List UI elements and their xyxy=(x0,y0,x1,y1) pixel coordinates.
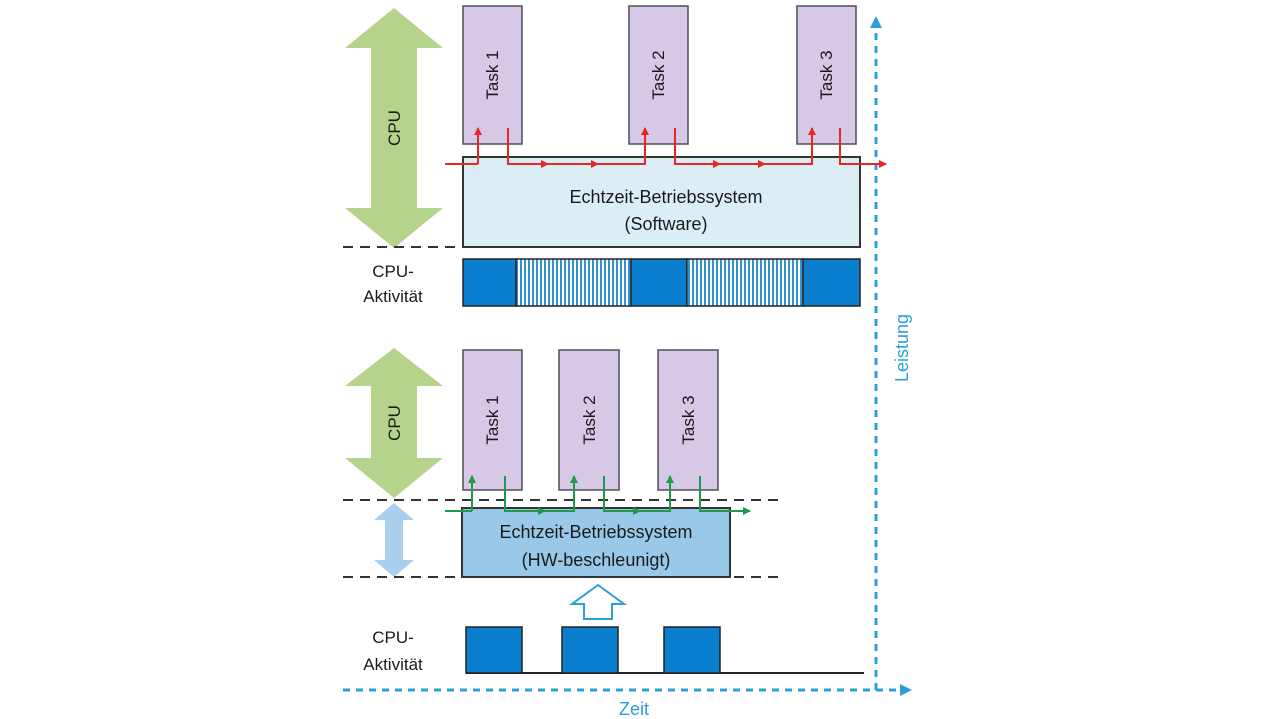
top-task-3-label: Task 3 xyxy=(817,50,836,99)
activity-block-task xyxy=(462,258,517,307)
activity-block-task xyxy=(630,258,688,307)
activity-block-task xyxy=(465,626,523,674)
top-section: CPU Task 1 Task 2 Task 3 Echtzeit-Betrie… xyxy=(343,5,887,307)
bottom-task-3-label: Task 3 xyxy=(679,395,698,444)
flow-arrow-segment xyxy=(545,475,578,512)
flow-arrow-segment xyxy=(640,475,674,512)
top-os-title: Echtzeit-Betriebssystem xyxy=(569,187,762,207)
bottom-cpu-activity-label-line1: CPU- xyxy=(372,628,414,647)
top-task-3-box xyxy=(796,5,857,145)
activity-block-task xyxy=(802,258,861,307)
top-cpu-activity-label-line2: Aktivität xyxy=(363,287,423,306)
bottom-task-1-label: Task 1 xyxy=(483,395,502,444)
bottom-os-small-arrow xyxy=(374,503,414,577)
flow-arrow-segment xyxy=(699,476,751,515)
hw-acceleration-up-arrow xyxy=(568,583,628,620)
flow-arrow-segment xyxy=(603,476,641,515)
bottom-task-2-box xyxy=(558,349,620,491)
activity-block-os xyxy=(515,258,632,307)
activity-block-os xyxy=(686,258,804,307)
flow-arrow-segment xyxy=(598,127,649,165)
top-os-software-box xyxy=(462,156,861,248)
activity-block-task xyxy=(561,626,619,674)
flow-arrow-segment xyxy=(839,128,887,168)
flow-arrow-segment xyxy=(507,128,549,168)
top-software-flow xyxy=(445,127,887,168)
top-task-2-label: Task 2 xyxy=(649,50,668,99)
bottom-os-hw-box xyxy=(461,507,731,578)
top-os-subtitle: (Software) xyxy=(624,214,707,234)
x-axis-label: Zeit xyxy=(619,699,649,719)
bottom-task-1-box xyxy=(462,349,523,491)
bottom-task-2-label: Task 2 xyxy=(580,395,599,444)
top-task-1-box xyxy=(462,5,523,145)
y-axis-label: Leistung xyxy=(892,314,912,382)
top-cpu-arrow xyxy=(345,8,443,248)
bottom-section: CPU Task 1 Task 2 Task 3 Echtzeit-Betrie… xyxy=(343,348,864,674)
bottom-task-3-box xyxy=(657,349,719,491)
bottom-os-subtitle: (HW-beschleunigt) xyxy=(522,550,671,570)
bottom-cpu-activity-label-line2: Aktivität xyxy=(363,655,423,674)
bottom-cpu-label: CPU xyxy=(385,405,404,441)
bottom-os-title: Echtzeit-Betriebssystem xyxy=(499,522,692,542)
top-cpu-activity-bar xyxy=(462,258,861,307)
flow-arrow-segment xyxy=(765,127,816,165)
bottom-cpu-arrow xyxy=(345,348,443,498)
bottom-hw-flow xyxy=(445,475,751,515)
top-cpu-activity-label-line1: CPU- xyxy=(372,262,414,281)
top-cpu-label: CPU xyxy=(385,110,404,146)
flow-arrow-segment xyxy=(674,128,721,168)
top-task-2-box xyxy=(628,5,689,145)
top-task-1-label: Task 1 xyxy=(483,50,502,99)
bottom-cpu-activity-bar xyxy=(465,626,864,674)
activity-block-task xyxy=(663,626,721,674)
